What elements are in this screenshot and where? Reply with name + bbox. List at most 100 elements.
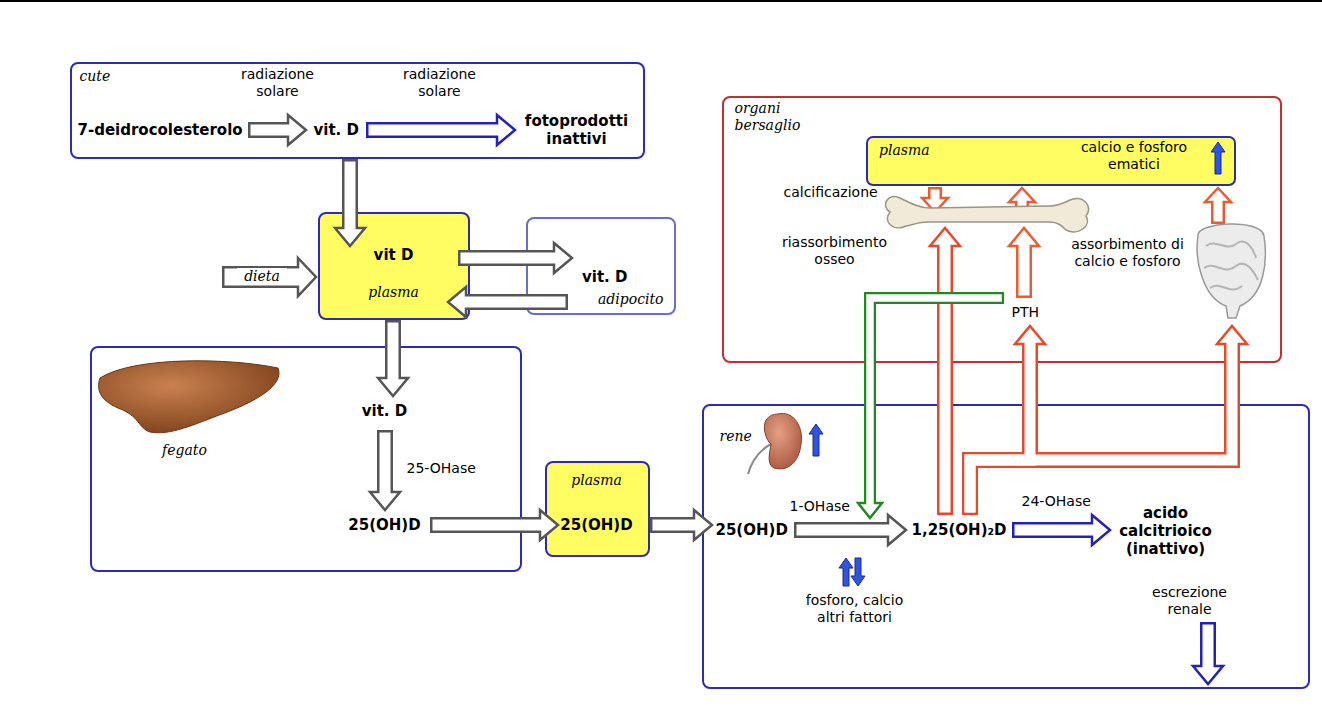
conversion-arrow [370, 430, 400, 510]
diet-arrow [222, 258, 316, 296]
intestine-illustration [1210, 286, 1242, 290]
bone-illustration [885, 197, 1088, 232]
connector-inner [388, 323, 399, 381]
conversion-arrow [251, 125, 291, 136]
excretion-arrow [1193, 666, 1223, 684]
plasma-box: plasma 25(OH)D [545, 461, 650, 557]
node-text: vit. D [345, 402, 425, 420]
intestine-illustration [1204, 264, 1258, 280]
node-text: rene [720, 428, 752, 445]
node-text: plasma [557, 472, 637, 489]
connector-head [858, 503, 882, 518]
conversion-arrow [288, 115, 306, 145]
excretion-arrow [1193, 622, 1223, 684]
liver-illustration [99, 361, 279, 433]
node-text: adipocito [598, 291, 664, 308]
connector-inner [970, 342, 1030, 513]
connector-head [1015, 326, 1045, 344]
node-text: assorbimento di calcio e fosforo [1065, 236, 1190, 270]
connector-head [930, 228, 960, 246]
connector-inner [345, 162, 356, 231]
connector-head [540, 510, 558, 540]
inactivation-arrow [1012, 515, 1110, 545]
connector-inner [433, 520, 543, 531]
inactivation-arrow [497, 115, 515, 145]
node-text: organi bersaglio [735, 100, 815, 134]
frame-rule [0, 0, 1322, 2]
level-arrow [809, 142, 1225, 586]
node-text: vit D [359, 246, 429, 264]
kidney-illustration [748, 444, 771, 474]
level-arrow [851, 558, 865, 586]
input-label: dieta [237, 268, 287, 285]
connector-inner [461, 253, 557, 264]
node-text: radiazione solare [398, 66, 482, 100]
conversion-arrow [797, 525, 891, 536]
connector-inner [870, 298, 1002, 505]
connector-inner [464, 297, 566, 308]
connector-group [335, 159, 712, 540]
node-text: vit. D [314, 121, 359, 139]
conversion-arrow [794, 515, 906, 545]
node-text: 1-OHase [790, 498, 850, 515]
level-arrow [839, 558, 853, 586]
liver-illustration [99, 361, 279, 433]
flux-arrow [931, 190, 940, 201]
flux-arrow [1009, 228, 1039, 298]
flux-arrow [1019, 244, 1030, 296]
flux-arrow [1205, 188, 1231, 202]
connector-head [378, 378, 408, 396]
inactivation-arrow [1092, 515, 1110, 545]
node-text: 25(OH)D [552, 516, 642, 534]
connector-head [335, 228, 365, 246]
connector-head [448, 287, 466, 317]
connector-group [930, 228, 1247, 515]
intestine-illustration [1197, 224, 1265, 318]
node-text: plasma [359, 284, 429, 301]
flux-arrow [1009, 188, 1035, 202]
flux-arrow [1205, 188, 1231, 224]
node-text: acido calcitrioico (inattivo) [1114, 504, 1218, 558]
node-text: escrezione renale [1145, 584, 1235, 618]
node-text: calcificazione [784, 184, 878, 201]
node-text: fegato [145, 442, 225, 459]
connector-inner [970, 342, 1232, 513]
node-text: plasma [879, 142, 930, 159]
node-text: 1,25(OH)₂D [912, 521, 1007, 539]
conversion-arrow [248, 115, 306, 145]
inactivation-arrow [366, 115, 515, 145]
node-text: 25(OH)D [716, 521, 788, 539]
node-text: fosforo, calcio altri fattori [799, 592, 911, 626]
level-arrow [809, 424, 823, 456]
intestine-illustration [1206, 242, 1256, 258]
level-arrow [1211, 142, 1225, 174]
flux-arrow [1009, 228, 1039, 246]
target-organs-box: organi bersaglio calcificazione riassorbim… [722, 96, 1282, 363]
bone-illustration [885, 197, 1088, 232]
flux-arrow [1214, 200, 1223, 222]
node-text: riassorbimento osseo [779, 234, 891, 268]
node-text: 25(OH)D [340, 516, 430, 534]
node-text: vit. D [582, 268, 627, 286]
node-text: radiazione solare [236, 66, 320, 100]
diet-arrow [225, 269, 301, 286]
node-text: calcio e fosforo ematici [1077, 139, 1192, 173]
conversion-arrow [888, 515, 906, 545]
connector-inner [653, 520, 697, 531]
connector-head [554, 243, 572, 273]
kidney-illustration [764, 413, 801, 468]
conversion-arrow [370, 492, 400, 510]
node-text: PTH [1012, 304, 1040, 321]
node-text: 25-OHase [407, 460, 476, 477]
frame-rule [0, 1, 1322, 2]
kidney-illustration [748, 413, 802, 474]
connector-head [1217, 326, 1247, 344]
node-text: 24-OHase [1022, 493, 1091, 510]
conversion-arrow [380, 433, 391, 495]
connector-group [858, 298, 1004, 518]
connector-inner [940, 244, 951, 513]
connector [870, 298, 1004, 503]
